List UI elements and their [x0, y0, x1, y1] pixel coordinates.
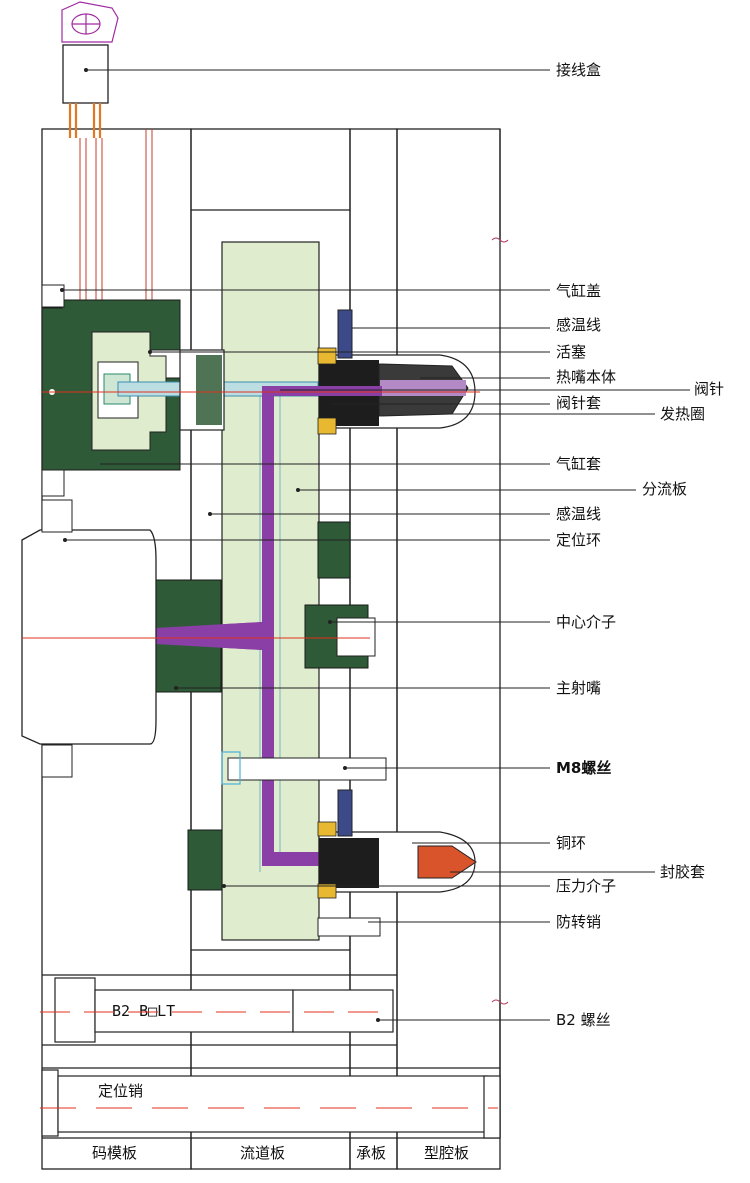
center-insulator-group [304, 604, 376, 669]
label-center-insulator: 中心介子 [556, 613, 616, 631]
label-thermocouple-top: 感温线 [556, 316, 601, 334]
connector-plug-icon [61, 1, 119, 43]
label-b2-screw: B2 螺丝 [556, 1011, 611, 1029]
cavity-plate [396, 128, 501, 1170]
label-nozzle-body: 热嘴本体 [556, 368, 616, 386]
plate-labels: 码模板 流道板 承板 型腔板 [92, 1144, 469, 1162]
label-junction-box: 接线盒 [556, 61, 601, 79]
plate-outlines [41, 128, 501, 1170]
plate-label-support: 承板 [356, 1144, 386, 1162]
label-manifold: 分流板 [642, 480, 687, 498]
dowel-pin: 定位销 [41, 1069, 501, 1139]
junction-box [61, 1, 119, 138]
bolt-text: B2 B□LT [112, 1002, 175, 1020]
sprue-bushing-group [154, 579, 262, 693]
leader-lines [62, 69, 690, 1021]
b2-bolt: B2 B□LT [54, 977, 394, 1043]
label-valve-pin-sleeve: 阀针套 [556, 394, 601, 412]
label-m8-screw: M8螺丝 [556, 759, 611, 777]
label-anti-rotation-pin: 防转销 [556, 913, 601, 931]
dowel-text: 定位销 [98, 1082, 143, 1100]
label-locating-ring: 定位环 [556, 531, 601, 549]
label-copper-ring: 铜环 [556, 834, 586, 852]
plate-label-cavity: 型腔板 [424, 1144, 469, 1162]
label-cylinder-sleeve: 气缸套 [556, 455, 601, 473]
label-piston: 活塞 [556, 343, 586, 361]
plate-label-manifold: 流道板 [240, 1144, 285, 1162]
label-heater-coil: 发热圈 [660, 405, 705, 423]
label-pressure-pad: 压力介子 [556, 877, 616, 895]
label-thermocouple-mid: 感温线 [556, 505, 601, 523]
callout-labels: 接线盒 气缸盖 感温线 活塞 热嘴本体 阀针 阀针套 发热圈 气缸套 分流板 感… [556, 61, 724, 1029]
valve-cylinder [41, 284, 319, 497]
locating-ring-shape [21, 529, 157, 745]
plate-label-clamp: 码模板 [92, 1144, 137, 1162]
label-seal-sleeve: 封胶套 [660, 863, 705, 881]
label-sprue-bushing: 主射嘴 [556, 679, 601, 697]
label-cylinder-cover: 气缸盖 [556, 282, 601, 300]
label-valve-pin: 阀针 [694, 380, 724, 398]
lower-nozzle [317, 789, 477, 899]
